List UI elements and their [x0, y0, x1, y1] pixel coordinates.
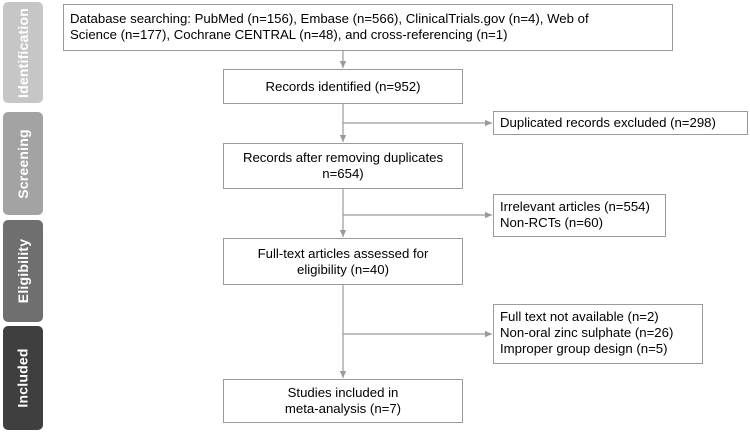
database-search-text: Database searching: PubMed (n=156), Emba…: [70, 11, 589, 42]
full-text-excluded-text: Full text not available (n=2) Non-oral z…: [500, 309, 674, 356]
box-full-text-assessed: Full-text articles assessed for eligibil…: [223, 238, 463, 285]
phase-eligibility: Eligibility: [3, 220, 43, 322]
phase-included-label: Included: [15, 348, 32, 408]
phase-identification: Identification: [3, 2, 43, 103]
phase-eligibility-label: Eligibility: [15, 238, 31, 304]
box-studies-included: Studies included in meta-analysis (n=7): [223, 379, 463, 423]
records-identified-text: Records identified (n=952): [265, 78, 421, 94]
phase-screening-label: Screening: [15, 128, 31, 199]
box-duplicates-excluded: Duplicated records excluded (n=298): [493, 111, 748, 135]
box-full-text-excluded: Full text not available (n=2) Non-oral z…: [493, 304, 703, 364]
full-text-assessed-text: Full-text articles assessed for eligibil…: [257, 245, 429, 277]
box-after-duplicates: Records after removing duplicates n=654): [223, 143, 463, 189]
phase-included: Included: [3, 326, 43, 430]
phase-screening: Screening: [3, 112, 43, 215]
irrelevant-excluded-text: Irrelevant articles (n=554) Non-RCTs (n=…: [500, 199, 650, 230]
duplicates-excluded-text: Duplicated records excluded (n=298): [500, 115, 716, 130]
box-database-search: Database searching: PubMed (n=156), Emba…: [63, 4, 673, 51]
after-duplicates-text: Records after removing duplicates n=654): [242, 150, 444, 181]
box-irrelevant-excluded: Irrelevant articles (n=554) Non-RCTs (n=…: [493, 194, 666, 237]
studies-included-text: Studies included in meta-analysis (n=7): [284, 385, 402, 416]
box-records-identified: Records identified (n=952): [223, 69, 463, 104]
phase-identification-label: Identification: [15, 7, 32, 98]
